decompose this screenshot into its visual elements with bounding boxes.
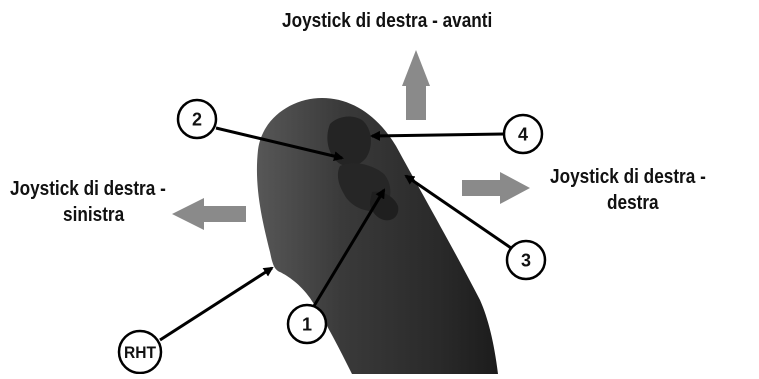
leader-line-rht [160,268,272,340]
leader-line-4 [372,134,504,136]
callout-1: 1 [288,305,326,343]
callout-2: 2 [178,100,216,138]
label-left-line2: sinistra [63,203,124,227]
callout-2-number: 2 [192,110,202,130]
callout-rht: RHT [119,331,161,373]
arrow-left [172,198,246,230]
callout-4-number: 4 [518,125,528,145]
callout-1-number: 1 [302,315,312,335]
arrow-forward [402,50,430,120]
label-right-line1: Joystick di destra - [550,165,706,189]
callout-3-number: 3 [521,251,531,271]
arrow-right [462,172,530,204]
label-right-line2: destra [607,191,659,215]
label-left-line1: Joystick di destra - [10,177,166,201]
callout-3: 3 [507,241,545,279]
label-forward: Joystick di destra - avanti [282,9,492,33]
callout-rht-label: RHT [124,343,157,362]
callout-4: 4 [504,115,542,153]
